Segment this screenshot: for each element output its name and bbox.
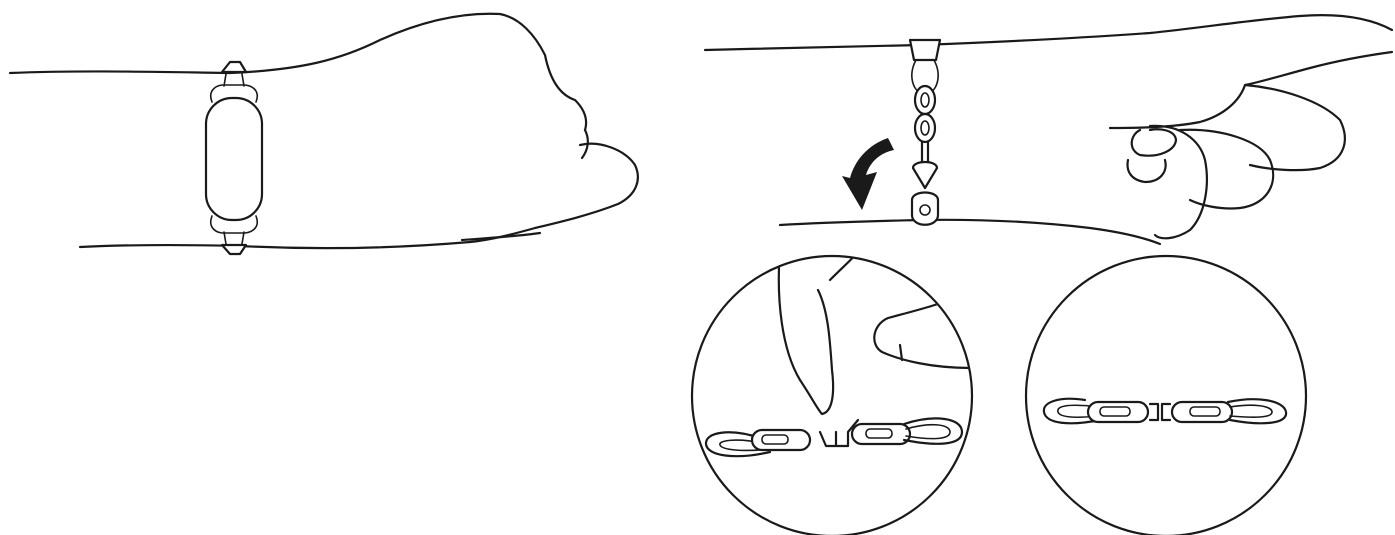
remove-band-panel <box>705 15 1392 244</box>
right-hand-outline <box>1110 52 1392 238</box>
right-arm-bottom-outline <box>780 220 1160 244</box>
chain-link-icon <box>910 40 940 225</box>
left-arm-bottom-outline <box>80 233 540 248</box>
clasp-closed-icon <box>1044 399 1286 424</box>
left-fist-outline <box>470 130 638 242</box>
detail-open-panel <box>692 250 972 535</box>
down-arrow-icon <box>842 138 894 210</box>
strap-icon <box>206 62 262 254</box>
right-arm-top-outline <box>705 15 1392 50</box>
thumb-outline <box>779 250 858 414</box>
left-arm-top-outline <box>10 14 586 130</box>
detail-closed-panel <box>1026 256 1306 535</box>
finger-outline <box>874 292 972 368</box>
worn-band-panel <box>10 14 638 254</box>
